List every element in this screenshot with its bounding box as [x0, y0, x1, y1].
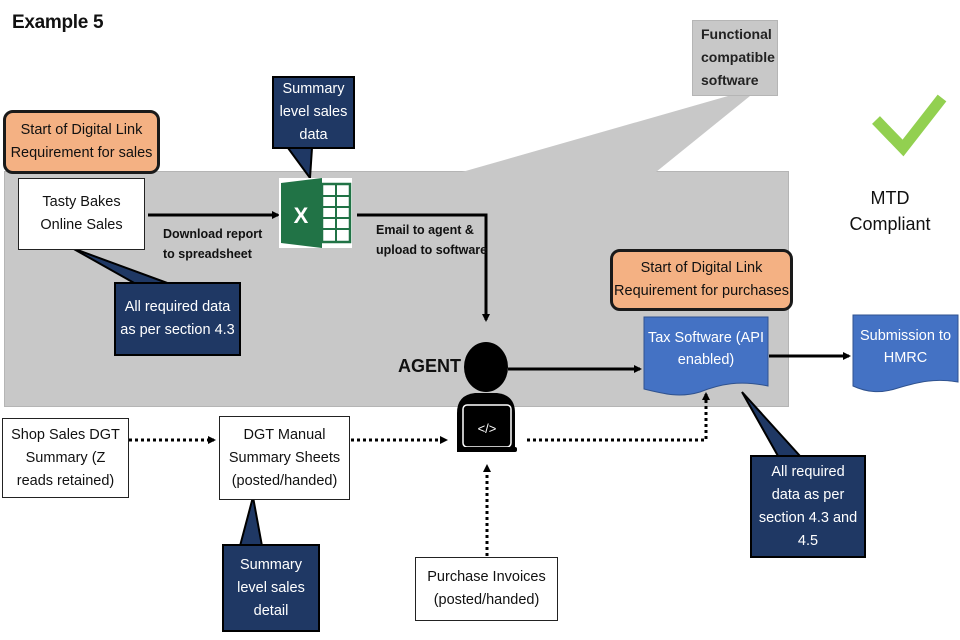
required-43-callout-tail	[71, 247, 171, 285]
arrow-agent-to-tax-dotted	[527, 392, 710, 442]
required-4345-callout-tail	[741, 391, 803, 457]
agent-person-icon: </>	[457, 342, 517, 452]
summary-sales-data-callout: Summary level sales data	[272, 76, 355, 149]
excel-spreadsheet-icon: X	[279, 178, 352, 248]
required-43-callout: All required data as per section 4.3	[114, 282, 241, 356]
tax-software-shape	[643, 316, 769, 396]
svg-text:X: X	[294, 203, 309, 228]
download-edge-label: Download report to spreadsheet	[163, 227, 263, 261]
submission-shape	[852, 314, 959, 393]
summary-sales-data-callout-tail	[286, 147, 314, 181]
check-icon	[872, 94, 947, 157]
page-title: Example 5	[12, 12, 104, 33]
submission-node: Submission to HMRC	[859, 328, 952, 366]
summary-detail-callout-tail	[238, 496, 264, 547]
shop-sales-node: Shop Sales DGT Summary (Z reads retained…	[2, 418, 129, 498]
digital-link-sales: Start of Digital Link Requirement for sa…	[3, 110, 160, 174]
svg-text:</>: </>	[478, 421, 497, 436]
online-sales-node: Tasty Bakes Online Sales	[18, 178, 145, 250]
tax-software-node: Tax Software (API enabled)	[647, 330, 765, 368]
manual-sheets-node: DGT Manual Summary Sheets (posted/handed…	[219, 416, 350, 500]
email-edge-label: Email to agent & upload to software	[376, 223, 488, 257]
agent-label: AGENT	[398, 356, 461, 376]
arrow-spreadsheet-to-agent	[357, 213, 490, 322]
functional-software-callout: Functional compatible software	[692, 20, 778, 96]
mtd-compliant-label: MTD Compliant	[849, 188, 931, 234]
digital-link-purchases: Start of Digital Link Requirement for pu…	[610, 249, 793, 311]
required-4345-callout: All required data as per section 4.3 and…	[750, 455, 866, 558]
purchase-invoices-node: Purchase Invoices (posted/handed)	[415, 557, 558, 621]
summary-detail-callout: Summary level sales detail	[222, 544, 320, 632]
functional-software-callout-tail	[462, 96, 750, 172]
